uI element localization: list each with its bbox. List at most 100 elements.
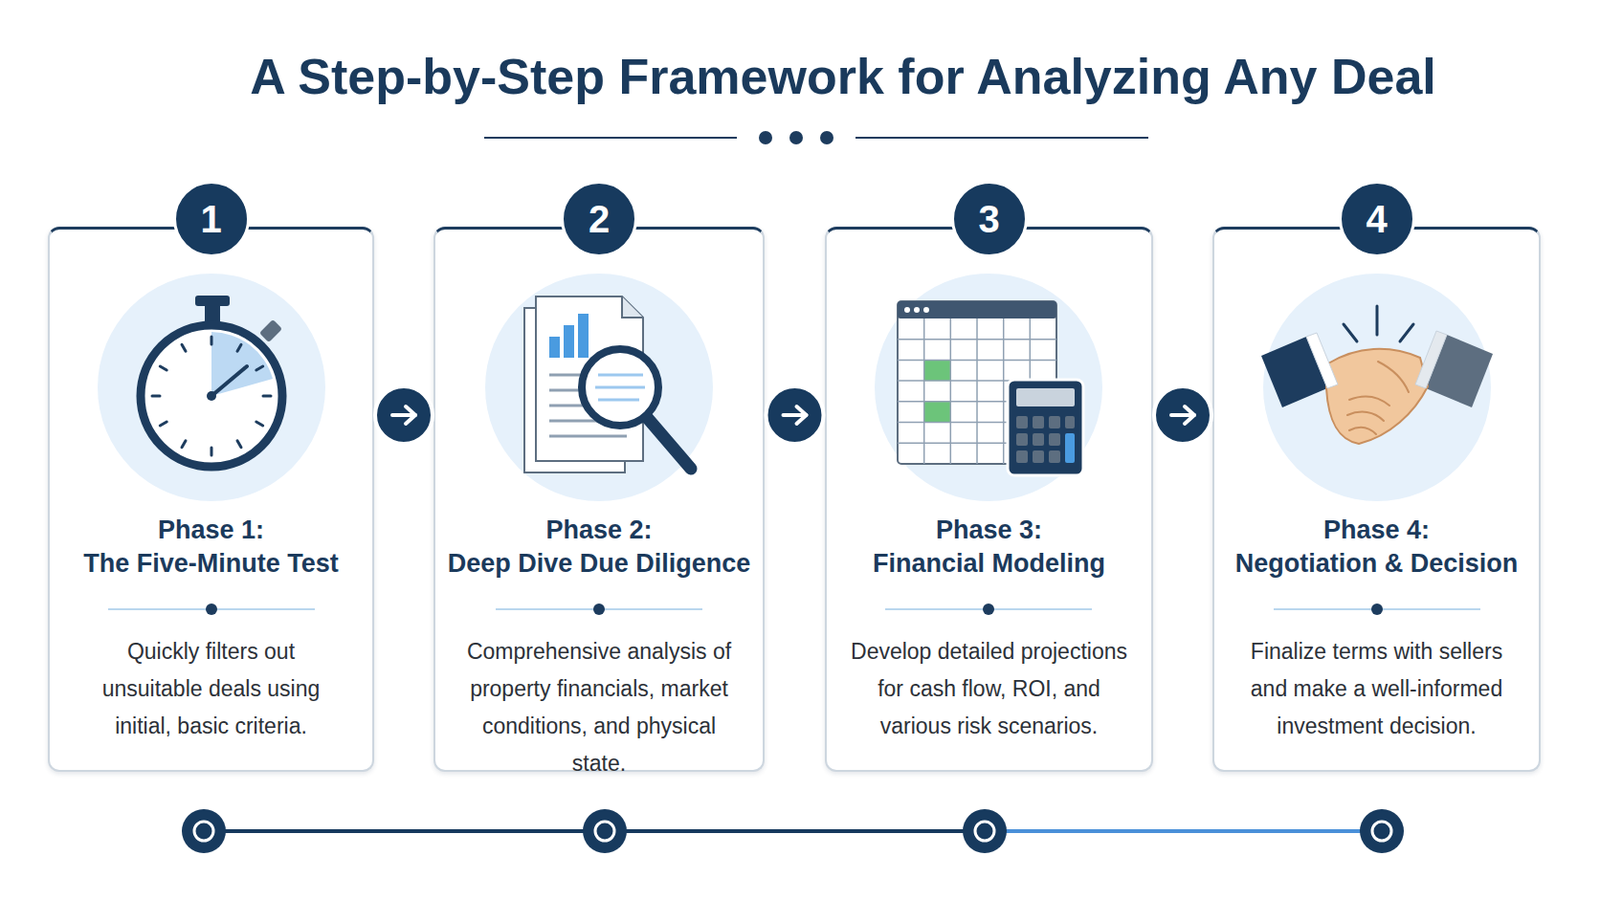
step-number-badge: 4 <box>1338 180 1416 258</box>
tick <box>181 344 186 352</box>
grid-line <box>897 422 1057 424</box>
grid-line <box>976 318 978 465</box>
arrow-shaft <box>392 413 416 418</box>
document-front <box>535 296 644 462</box>
grid-line <box>897 400 1057 403</box>
calc-key <box>1048 416 1061 429</box>
tick <box>256 422 264 426</box>
chart-bar <box>563 325 575 358</box>
diagram-title: A Step-by-Step Framework for Analyzing A… <box>86 45 1600 108</box>
calc-key <box>1048 450 1061 464</box>
step-number: 4 <box>1341 183 1413 255</box>
calc-key <box>1032 416 1045 429</box>
tick <box>237 441 242 448</box>
tick <box>159 366 167 371</box>
calc-key <box>1032 433 1045 446</box>
tick <box>152 395 160 399</box>
calculator-screen <box>1016 388 1075 407</box>
arrow-badge <box>766 386 824 445</box>
step-number-badge: 2 <box>560 180 638 258</box>
finger-line <box>1349 427 1377 435</box>
phase-title: Phase 2: Deep Dive Due Diligence <box>435 513 763 581</box>
tick <box>181 441 186 448</box>
magnifier-handle <box>644 415 691 469</box>
tick <box>237 344 242 352</box>
sleeve-right <box>1425 334 1493 408</box>
heading-divider <box>885 608 1092 611</box>
heading-divider <box>108 608 315 611</box>
icon-backdrop <box>1263 273 1491 502</box>
divider-dot <box>1371 603 1383 616</box>
window-dot <box>913 307 920 313</box>
connector-line <box>764 414 825 418</box>
text-line <box>549 374 594 378</box>
title-dot <box>758 131 773 145</box>
cuff-right <box>1415 331 1447 389</box>
step-number: 3 <box>954 183 1025 255</box>
step-number: 2 <box>563 183 635 255</box>
grid-line <box>897 442 1057 445</box>
stopwatch-pivot <box>206 391 217 401</box>
spreadsheet-header <box>897 301 1057 319</box>
document-fold <box>622 296 644 318</box>
stopwatch-hand <box>211 366 247 397</box>
tick <box>256 366 264 371</box>
chart-bar <box>549 336 560 358</box>
lens-lines <box>595 375 645 400</box>
burst-line <box>1400 324 1414 342</box>
stopwatch-ticks <box>152 336 271 456</box>
calc-key <box>1016 416 1028 429</box>
title-dot <box>789 131 803 145</box>
timeline-node <box>1359 809 1404 854</box>
highlight-cell <box>924 401 952 423</box>
timeline-ring <box>595 822 615 842</box>
arrow-connector <box>764 386 825 445</box>
timeline-line <box>984 829 1382 834</box>
timeline-ring <box>1372 822 1392 842</box>
timeline-node <box>181 809 226 854</box>
stopwatch-crown <box>195 295 230 307</box>
divider-dot <box>205 603 218 616</box>
phase-description: Finalize terms with sellers and make a w… <box>1237 633 1517 746</box>
handshake-burst <box>1343 306 1414 342</box>
grid-line <box>1002 318 1005 465</box>
finger-line <box>1347 412 1384 422</box>
tick <box>210 447 214 456</box>
arrow-shaft <box>783 413 807 418</box>
calc-key <box>1065 416 1075 429</box>
stopwatch-stem <box>204 304 221 322</box>
arrow-shaft <box>1171 413 1195 418</box>
timeline-node <box>962 809 1007 854</box>
arrow-badge <box>1154 386 1212 445</box>
text-line <box>549 435 627 439</box>
timeline-ring <box>194 822 214 842</box>
tick <box>159 422 167 426</box>
divider-dot <box>593 603 605 616</box>
burst-line <box>1343 324 1357 342</box>
arrow-head <box>1184 406 1195 424</box>
magnifier-lens <box>581 349 659 426</box>
chart-bar <box>577 313 589 358</box>
text-line <box>549 404 586 408</box>
tick <box>263 395 271 399</box>
arrow-head <box>797 406 807 424</box>
calculator-keys <box>1016 416 1075 464</box>
phase-description: Develop detailed projections for cash fl… <box>840 633 1139 746</box>
step-number-badge: 3 <box>951 180 1028 258</box>
phase-card: Phase 4: Negotiation & DecisionFinalize … <box>1212 226 1541 773</box>
phase-title: Phase 3: Financial Modeling <box>826 513 1152 581</box>
phase-title: Phase 1: The Five-Minute Test <box>49 513 373 581</box>
document-back <box>524 308 625 473</box>
title-dot <box>820 131 834 145</box>
phase-title: Phase 4: Negotiation & Decision <box>1214 513 1539 581</box>
title-rule <box>484 136 737 139</box>
lens-line <box>595 386 645 390</box>
timeline-line <box>203 829 985 834</box>
icon-backdrop <box>485 273 713 502</box>
heading-divider <box>1273 608 1481 611</box>
phase-card: Phase 1: The Five-Minute TestQuickly fil… <box>47 226 375 773</box>
finger-line <box>1349 397 1390 406</box>
calc-key <box>1048 433 1061 446</box>
timeline-node <box>582 809 627 854</box>
